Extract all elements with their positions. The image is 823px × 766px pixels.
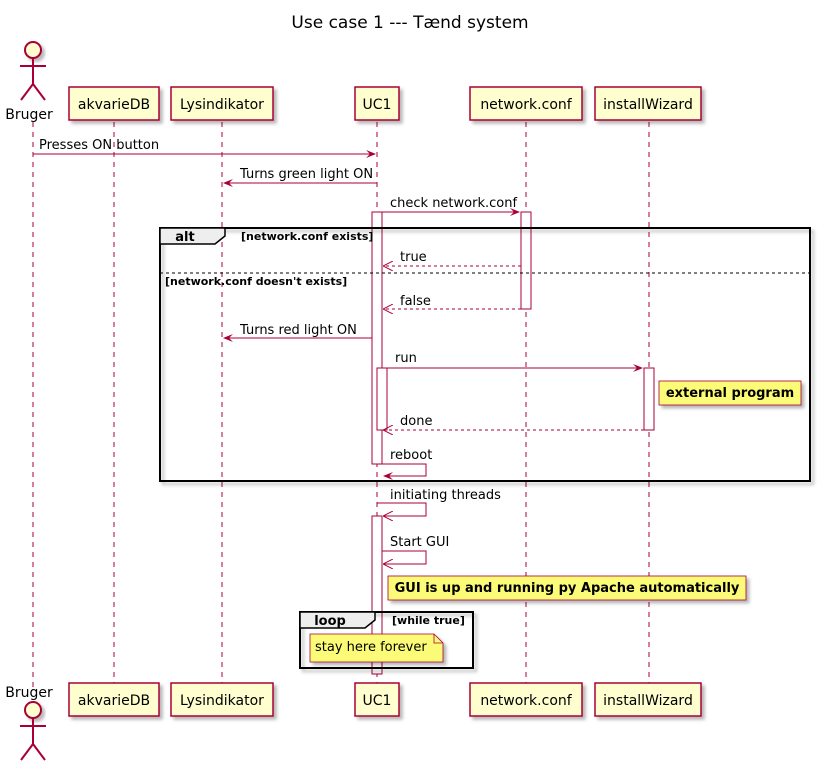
message-true: true — [384, 250, 521, 266]
participant-networkconf-bottom[interactable]: network.conf — [469, 682, 583, 717]
actor-head — [24, 701, 42, 719]
message-initiating-threads: initiating threads — [377, 488, 501, 516]
participant-label-networkconf-bottom: network.conf — [480, 693, 572, 709]
message-label: reboot — [390, 448, 432, 463]
participants-top: Bruger akvarieDB Lysindikator UC1 networ… — [5, 41, 702, 123]
message-presses-on: Presses ON button — [33, 138, 376, 158]
participant-lysindikator-bottom[interactable]: Lysindikator — [170, 682, 274, 717]
activation-uc1-run — [376, 367, 388, 431]
diagram-title: Use case 1 --- Tænd system — [291, 13, 528, 33]
alt-fragment: alt [network.conf exists] [network.conf … — [159, 227, 811, 482]
alt-frame — [159, 227, 811, 482]
participant-akvariedb-bottom[interactable]: akvarieDB — [68, 682, 160, 717]
note-stay-forever: stay here forever — [309, 633, 444, 663]
note-gui-running: GUI is up and running py Apache automati… — [387, 575, 747, 601]
participant-lysindikator-top[interactable]: Lysindikator — [170, 86, 274, 121]
loop-frame — [299, 611, 474, 669]
participant-label-akvariedb-bottom: akvarieDB — [78, 693, 150, 709]
loop-tab — [299, 611, 376, 629]
actor-bruger-bottom[interactable]: Bruger — [5, 685, 53, 761]
alt-tab — [159, 227, 226, 245]
message-label: done — [400, 414, 432, 429]
participant-installwizard-top[interactable]: installWizard — [594, 86, 702, 121]
participant-label-lysindikator: Lysindikator — [180, 97, 264, 113]
message-reboot: reboot — [382, 448, 432, 480]
participant-uc1-bottom[interactable]: UC1 — [354, 682, 400, 717]
message-start-gui: Start GUI — [382, 535, 449, 564]
note-text: stay here forever — [315, 640, 427, 655]
notes: external program GUI is up and running p… — [309, 380, 802, 663]
message-red-light: Turns red light ON — [223, 323, 372, 342]
message-label: true — [400, 250, 427, 265]
activation-bars — [371, 211, 655, 675]
note-external-program: external program — [658, 380, 802, 406]
lifelines — [32, 122, 650, 688]
alt-guard-1: [network.conf exists] — [241, 230, 373, 243]
loop-guard: [while true] — [392, 614, 465, 627]
message-check-network: check network.conf — [382, 196, 520, 216]
message-label: Turns red light ON — [239, 323, 357, 338]
loop-fragment: loop [while true] — [299, 611, 474, 669]
message-label: false — [400, 294, 431, 309]
participant-label-installwizard-bottom: installWizard — [603, 693, 693, 709]
loop-keyword: loop — [314, 614, 346, 629]
participant-label-bruger: Bruger — [5, 107, 53, 123]
participant-label-uc1: UC1 — [363, 97, 392, 113]
message-run: run — [382, 351, 643, 372]
message-label: Start GUI — [390, 535, 449, 550]
message-label: check network.conf — [390, 196, 517, 211]
participant-label-akvariedb: akvarieDB — [78, 97, 150, 113]
participant-uc1-top[interactable]: UC1 — [354, 86, 400, 121]
alt-keyword: alt — [175, 230, 194, 245]
alt-guard-2: [network.conf doesn't exists] — [165, 275, 347, 288]
activation-uc1-threads — [371, 515, 383, 675]
note-text: GUI is up and running py Apache automati… — [395, 581, 740, 596]
message-label: run — [395, 351, 417, 366]
message-green-light: Turns green light ON — [223, 167, 377, 187]
participants-bottom: Bruger akvarieDB Lysindikator UC1 networ… — [5, 682, 702, 761]
participant-akvariedb-top[interactable]: akvarieDB — [68, 86, 160, 121]
participant-label-bruger-bottom: Bruger — [5, 685, 53, 701]
activation-installwizard — [643, 367, 655, 431]
message-label: Turns green light ON — [239, 167, 373, 182]
messages: Presses ON button Turns green light ON c… — [33, 138, 644, 564]
message-label: Presses ON button — [39, 138, 159, 153]
actor-bruger-top[interactable]: Bruger — [5, 41, 53, 123]
participant-label-networkconf: network.conf — [480, 97, 572, 113]
note-text: external program — [666, 386, 794, 401]
actor-head — [24, 41, 42, 59]
participant-label-installwizard: installWizard — [603, 97, 693, 113]
participant-networkconf-top[interactable]: network.conf — [469, 86, 583, 121]
message-done: done — [384, 414, 644, 430]
participant-label-lysindikator-bottom: Lysindikator — [180, 693, 264, 709]
participant-installwizard-bottom[interactable]: installWizard — [594, 682, 702, 717]
message-false: false — [384, 294, 521, 309]
activation-networkconf — [520, 211, 532, 310]
message-label: initiating threads — [390, 488, 501, 503]
participant-label-uc1-bottom: UC1 — [363, 693, 392, 709]
